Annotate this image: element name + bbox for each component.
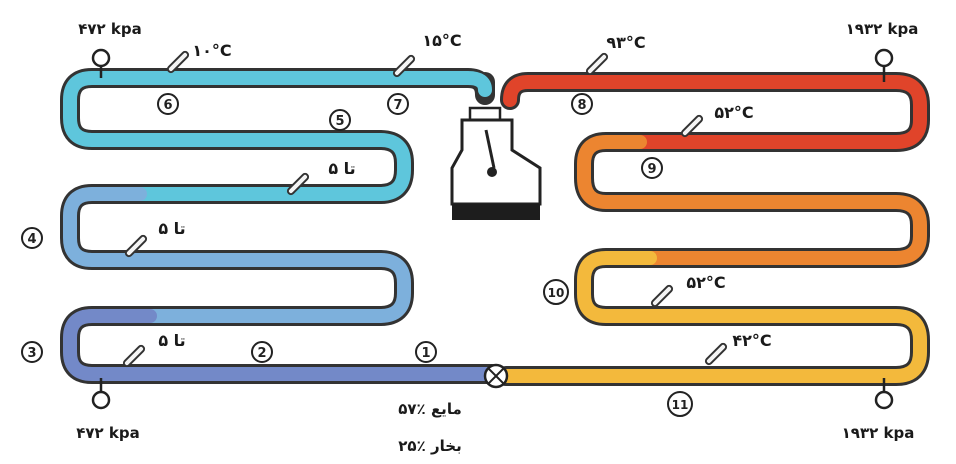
thermometer-icon [122,344,146,368]
svg-text:1: 1 [421,346,430,361]
point-6: 6 [157,93,179,115]
svg-text:10: 10 [548,286,565,300]
temp-label-42: ۴۲°C [732,331,771,350]
pressure-gauges [91,48,894,410]
svg-text:3: 3 [27,346,36,361]
compressor-base [452,204,540,220]
condenser-tube-bottom [499,251,927,383]
svg-text:7: 7 [393,98,402,113]
thermometer-icon [286,172,310,196]
point-markers: 1 2 3 4 5 6 7 8 9 10 11 [21,93,693,417]
point-3: 3 [21,341,43,363]
evaporator-tube-outline [60,68,502,384]
thermometers [122,50,728,368]
gauge-top-left [91,48,111,78]
thermometer-icon [704,342,728,366]
point-1: 1 [415,341,437,363]
thermometer-icon [585,52,609,76]
svg-text:5: 5 [335,114,344,129]
evaporator-tube-top [63,71,492,201]
svg-text:8: 8 [577,98,586,113]
compressor [450,106,542,220]
svg-text:6: 6 [163,98,172,113]
point-10: 10 [543,279,569,305]
point-9: 9 [641,157,663,179]
svg-text:11: 11 [672,398,689,412]
temp-label-10: ۱۰°C [192,41,231,60]
vapor-percent-label: ۲۵٪ بخار [398,437,461,455]
temp-label-52-lower: ۵۲°C [686,273,725,292]
evaporator-tube-middle [63,187,411,323]
point-2: 2 [251,341,273,363]
condenser-coil [496,72,930,386]
gauge-bottom-left [91,378,111,410]
point-4: 4 [21,227,43,249]
temp-label-93: ۹۳°C [606,33,645,52]
point-7: 7 [387,93,409,115]
point-5: 5 [329,109,351,131]
svg-text:9: 9 [647,162,656,177]
thermometer-icon [392,54,416,78]
thermometer-icon [650,284,674,308]
svg-text:4: 4 [27,232,36,247]
evaporator-tube-bottom [63,309,499,381]
point-11: 11 [667,391,693,417]
condenser-tube-outline [496,72,930,386]
temp-label-15: ۱۵°C [422,31,461,50]
point-8: 8 [571,93,593,115]
compressor-body [450,118,542,206]
pressure-label-bottom-right: ۱۹۳۲ kpa [842,424,915,442]
gauge-bottom-right [874,378,894,410]
temp-label-5-middle: تا ۵ [158,219,185,238]
svg-text:2: 2 [257,346,266,361]
temp-label-5-upper: تا ۵ [328,159,355,178]
pressure-label-bottom-left: ۴۷۲ kpa [76,424,140,442]
condenser-tube-top [503,75,927,149]
temp-label-5-lower: تا ۵ [158,331,185,350]
thermometer-icon [124,234,148,258]
thermometer-icon [166,50,190,74]
evaporator-coil [60,68,502,384]
pressure-label-top-right: ۱۹۳۲ kpa [846,20,919,38]
liquid-percent-label: ۵۷٪ مایع [398,400,462,418]
pressure-label-top-left: ۴۷۲ kpa [78,20,142,38]
condenser-tube-middle [577,135,927,265]
gauge-top-right [874,48,894,82]
thermometer-icon [680,114,704,138]
expansion-valve [483,363,509,389]
temp-label-52-upper: ۵۲°C [714,103,753,122]
